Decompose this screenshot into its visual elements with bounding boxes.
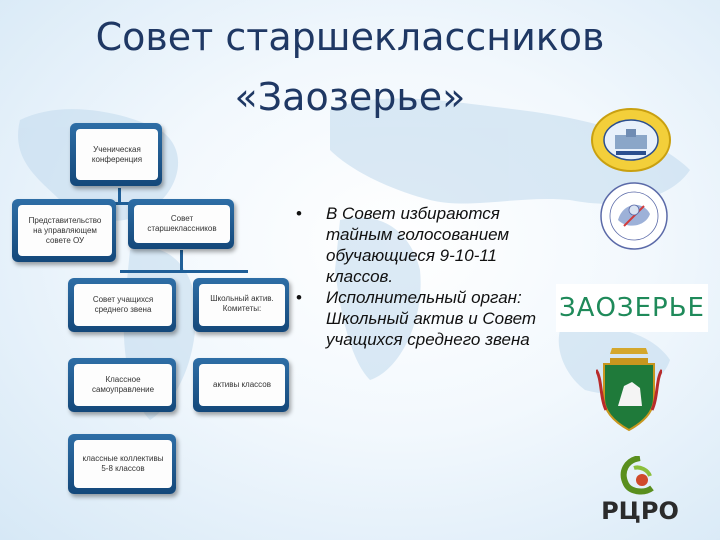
- box-conference-label: Ученическая конференция: [76, 129, 158, 180]
- coat-of-arms-icon: [596, 348, 662, 432]
- box-senior-council-label: Совет старшеклассников: [134, 205, 230, 243]
- bullet-text: Исполнительный орган: Школьный актив и С…: [326, 288, 537, 349]
- connector-mid-horizontal: [120, 270, 248, 273]
- bullet-dot: •: [296, 204, 302, 223]
- box-class-self-gov: Классное самоуправление: [68, 358, 176, 412]
- zaozerye-logo-text: ЗАОЗЕРЬЕ: [559, 293, 705, 323]
- rcro-logo-text: РЦРО: [601, 497, 679, 525]
- bullet-list: • В Совет избираются тайным голосованием…: [296, 203, 566, 350]
- connector-conference-down: [118, 188, 121, 204]
- bullet-text: В Совет избираются тайным голосованием о…: [326, 204, 510, 286]
- box-senior-council: Совет старшеклассников: [128, 199, 234, 249]
- box-representatives: Представительство на управляющем совете …: [12, 199, 116, 262]
- connector-top-horizontal: [70, 202, 182, 205]
- box-middle-council-label: Совет учащихся среднего звена: [74, 284, 172, 326]
- box-class-self-gov-label: Классное самоуправление: [74, 364, 172, 406]
- page-subtitle: «Заозерье»: [234, 75, 466, 119]
- bullet-item: • В Совет избираются тайным голосованием…: [296, 203, 566, 287]
- box-class-collectives-label: классные коллективы 5-8 классов: [74, 440, 172, 488]
- bullet-item: • Исполнительный орган: Школьный актив и…: [296, 287, 566, 350]
- bullet-dot: •: [296, 288, 302, 307]
- box-class-actives: активы классов: [193, 358, 289, 412]
- box-school-active-label: Школьный актив. Комитеты:: [199, 284, 285, 326]
- zaozerye-logo: ЗАОЗЕРЬЕ: [556, 284, 708, 332]
- school-emblem-icon: [591, 108, 671, 172]
- box-school-active: Школьный актив. Комитеты:: [193, 278, 289, 332]
- box-class-collectives: классные коллективы 5-8 классов: [68, 434, 176, 494]
- rcro-logo-icon: [620, 456, 654, 495]
- page-title: Совет старшеклассников: [95, 15, 605, 59]
- box-middle-council: Совет учащихся среднего звена: [68, 278, 176, 332]
- connector-senior-down: [180, 250, 183, 272]
- box-conference: Ученическая конференция: [70, 123, 162, 186]
- round-stamp-icon: [600, 182, 668, 250]
- box-representatives-label: Представительство на управляющем совете …: [18, 205, 112, 256]
- box-class-actives-label: активы классов: [199, 364, 285, 406]
